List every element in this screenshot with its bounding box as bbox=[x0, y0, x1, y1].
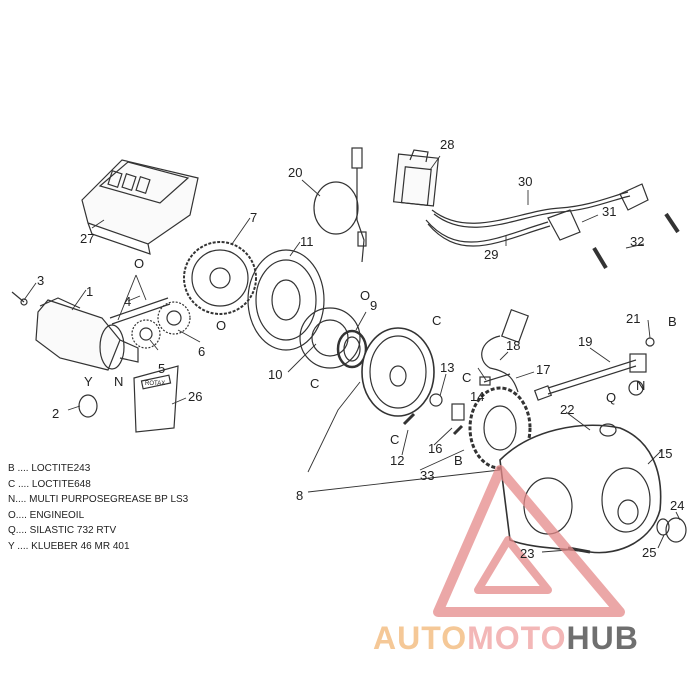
washer-13 bbox=[429, 393, 443, 407]
marker-n-2: N bbox=[636, 378, 645, 393]
sensor-cable bbox=[533, 353, 647, 401]
alternator-cover bbox=[499, 424, 662, 554]
callout-13: 13 bbox=[440, 360, 454, 375]
callout-8: 8 bbox=[296, 488, 303, 503]
callout-21: 21 bbox=[626, 311, 640, 326]
watermark-part-hub: HUB bbox=[566, 620, 639, 656]
callout-28: 28 bbox=[440, 137, 454, 152]
callout-15: 15 bbox=[658, 446, 672, 461]
callout-24: 24 bbox=[670, 498, 684, 513]
legend-item: C .... LOCTITE648 bbox=[8, 478, 91, 490]
screw-12 bbox=[402, 412, 416, 426]
marker-q: Q bbox=[606, 390, 616, 405]
callout-20: 20 bbox=[288, 165, 302, 180]
callout-4: 4 bbox=[124, 294, 131, 309]
marker-y: Y bbox=[84, 374, 93, 389]
marker-o-1: O bbox=[134, 256, 144, 271]
callout-33: 33 bbox=[420, 468, 434, 483]
oring-2 bbox=[78, 394, 98, 418]
legend-item: O.... ENGINEOIL bbox=[8, 509, 85, 521]
callout-16: 16 bbox=[428, 441, 442, 456]
lubricant-legend: B .... LOCTITE243 C .... LOCTITE648 N...… bbox=[8, 461, 188, 555]
watermark-part-auto: AUTO bbox=[373, 620, 468, 656]
marker-c-4: C bbox=[390, 432, 399, 447]
idler-shaft bbox=[109, 297, 171, 325]
starter-gear bbox=[183, 241, 257, 315]
plug-24 bbox=[665, 517, 687, 543]
callout-17: 17 bbox=[536, 362, 550, 377]
legend-item: Q.... SILASTIC 732 RTV bbox=[8, 525, 117, 537]
ecu-module bbox=[81, 159, 199, 255]
spark-plug-cap-31b bbox=[547, 209, 581, 241]
legend-item: N.... MULTI PURPOSEGREASE BP LS3 bbox=[8, 494, 189, 506]
spark-plug-cap-31a bbox=[619, 183, 649, 211]
spark-plug bbox=[592, 212, 680, 270]
booklet-label: ROTAX bbox=[145, 381, 165, 387]
marker-c-3: C bbox=[462, 370, 471, 385]
oring-20 bbox=[313, 181, 359, 235]
callout-27: 27 bbox=[80, 231, 94, 246]
watermark-logo: AUTOMOTOHUB bbox=[373, 620, 639, 657]
leader-lines bbox=[23, 155, 681, 553]
callout-12: 12 bbox=[390, 453, 404, 468]
callout-10: 10 bbox=[268, 367, 282, 382]
legend-item: Y .... KLUEBER 46 MR 401 bbox=[8, 540, 130, 552]
callout-14: 14 bbox=[470, 389, 484, 404]
marker-b-2: B bbox=[454, 453, 463, 468]
marker-c-1: C bbox=[310, 376, 319, 391]
oring-25 bbox=[656, 518, 670, 536]
callout-26: 26 bbox=[188, 389, 202, 404]
callout-22: 22 bbox=[560, 402, 574, 417]
callout-30: 30 bbox=[518, 174, 532, 189]
callout-labels: 1 2 3 4 5 6 7 8 9 10 11 12 13 14 15 16 1… bbox=[37, 137, 684, 561]
grommet-22 bbox=[599, 423, 617, 437]
callout-32: 32 bbox=[630, 234, 644, 249]
callout-18: 18 bbox=[506, 338, 520, 353]
callout-6: 6 bbox=[198, 344, 205, 359]
watermark-part-moto: MOTO bbox=[467, 620, 567, 656]
callout-9: 9 bbox=[370, 298, 377, 313]
marker-o-2: O bbox=[216, 318, 226, 333]
callout-5: 5 bbox=[158, 361, 165, 376]
marker-o-3: O bbox=[360, 288, 370, 303]
marker-b-1: B bbox=[668, 314, 677, 329]
callout-25: 25 bbox=[642, 545, 656, 560]
callout-2: 2 bbox=[52, 406, 59, 421]
legend-item: B .... LOCTITE243 bbox=[8, 463, 91, 474]
bolt-14 bbox=[451, 403, 465, 421]
callout-3: 3 bbox=[37, 273, 44, 288]
marker-n-1: N bbox=[114, 374, 123, 389]
freewheel-housing bbox=[247, 249, 325, 351]
pickup-sensor bbox=[479, 373, 511, 386]
watermark-triangle bbox=[433, 465, 625, 617]
callout-31: 31 bbox=[602, 204, 616, 219]
marker-c-2: C bbox=[432, 313, 441, 328]
screw-16 bbox=[452, 424, 464, 436]
lambda-sensor bbox=[351, 147, 367, 263]
ignition-coil bbox=[392, 149, 440, 207]
flywheel-rotor bbox=[361, 327, 435, 417]
starter-motor bbox=[11, 291, 139, 371]
screw-21 bbox=[645, 337, 655, 347]
callout-19: 19 bbox=[578, 334, 592, 349]
callout-29: 29 bbox=[484, 247, 498, 262]
callout-11: 11 bbox=[300, 234, 314, 249]
spark-plug-lead bbox=[425, 191, 631, 247]
callout-1: 1 bbox=[86, 284, 93, 299]
idler-gear-5 bbox=[131, 319, 161, 349]
callout-23: 23 bbox=[520, 546, 534, 561]
callout-7: 7 bbox=[250, 210, 257, 225]
needle-bearing bbox=[336, 329, 368, 369]
stator-wire-harness bbox=[481, 308, 530, 393]
freewheel-ring bbox=[299, 307, 361, 369]
lubricant-markers: O O O C C C C Y N N B B Q ROTAX bbox=[84, 256, 677, 468]
manual-booklet bbox=[133, 365, 179, 433]
idler-gear-6 bbox=[157, 301, 191, 335]
